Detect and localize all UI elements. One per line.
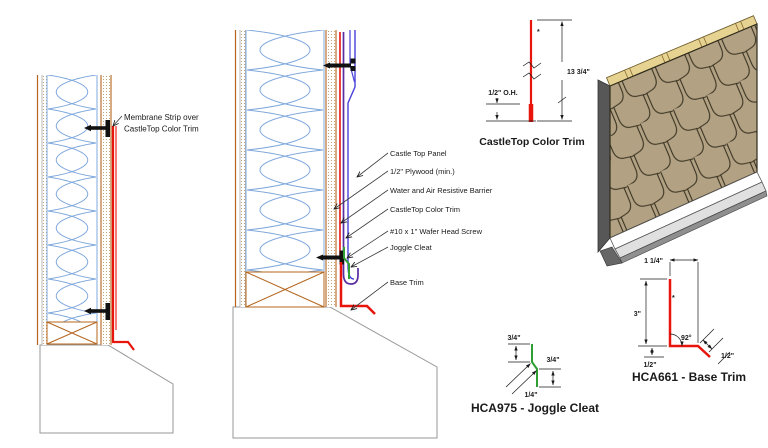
base-trim-profile	[111, 126, 135, 351]
base-trim-profile	[668, 279, 711, 358]
leader-line	[341, 189, 389, 223]
break-mark	[522, 72, 542, 80]
shingle-pattern	[610, 24, 757, 238]
dim-bottom-right: 1/2"	[721, 353, 734, 360]
basetrim-profile-detail: * 1 1/4" 3" 92° 1/2" 1/2" HCA661 - Base …	[632, 258, 746, 384]
label-base-trim: Base Trim	[390, 278, 424, 287]
dim-height: 13 3/4"	[567, 69, 590, 76]
sill-plate	[46, 321, 98, 345]
leader-line	[346, 208, 389, 238]
ext-line	[708, 337, 724, 353]
dim-left: 3"	[634, 311, 641, 318]
break-mark	[522, 61, 542, 69]
joggle-cleat-profile	[531, 344, 538, 387]
note-marker: *	[672, 295, 675, 302]
plywood-lamination-ticks	[624, 21, 745, 79]
joggle-detail-title: HCA975 - Joggle Cleat	[471, 401, 599, 415]
gypsum-board	[240, 30, 246, 307]
dim-right: 3/4"	[546, 357, 559, 364]
middle-wall-section-detail: Castle Top Panel 1/2" Plywood (min.) Wat…	[232, 30, 493, 439]
dim-offset: 1/4"	[524, 392, 537, 399]
dim-bottom-left: 1/2"	[643, 362, 656, 369]
foundation-outline	[232, 306, 438, 439]
gypsum-board	[42, 75, 47, 345]
membrane-label-line1: Membrane Strip over	[124, 113, 199, 122]
panel-side-edge	[597, 79, 611, 254]
label-castle-top-panel: Castle Top Panel	[390, 149, 447, 158]
left-wall-section-detail: Membrane Strip over CastleTop Color Trim	[36, 75, 199, 434]
break-mark	[557, 96, 567, 104]
insulation-batt	[47, 75, 97, 322]
joggle-cleat-profile	[343, 247, 350, 279]
dim-overhang: 1/2" O.H.	[488, 90, 517, 97]
basetrim-detail-title: HCA661 - Base Trim	[632, 370, 746, 384]
leader-line	[351, 281, 389, 310]
leader-line	[334, 170, 389, 209]
wafer-head-screw	[323, 58, 356, 71]
base-trim-3d-bottom	[619, 190, 768, 264]
ext-line	[699, 328, 715, 344]
foundation-outline	[39, 344, 174, 434]
dim-angle: 92°	[681, 334, 692, 342]
colortrim-line	[342, 32, 359, 285]
colortrim-detail-title: CastleTop Color Trim	[479, 136, 584, 148]
sill-plate	[245, 271, 325, 308]
wafer-head-screw	[316, 250, 344, 265]
insulation-batt	[246, 30, 324, 272]
leader-line	[347, 230, 389, 258]
plywood-sheathing	[326, 30, 336, 307]
ext-line	[717, 351, 731, 365]
plywood-sheathing	[101, 75, 111, 345]
castletop-panel-inner	[349, 30, 356, 83]
leader-line	[351, 246, 389, 267]
dim-line	[702, 339, 713, 350]
label-joggle-cleat: Joggle Cleat	[390, 243, 433, 252]
note-marker: *	[537, 29, 540, 36]
dim-top: 1 1/4"	[644, 258, 663, 265]
angle-arc	[669, 333, 684, 347]
colortrim-profile-detail: * 13 3/4" 1/2" O.H. CastleTop Color Trim	[479, 19, 590, 148]
joggle-cleat-profile-detail: 3/4" 3/4" 1/4" HCA975 - Joggle Cleat	[471, 335, 599, 415]
dim-line	[511, 370, 537, 395]
fastener	[84, 303, 110, 320]
panel-end-cap	[599, 246, 623, 267]
fastener	[84, 120, 110, 137]
label-wrb: Water and Air Resistive Barrier	[390, 186, 493, 195]
shingle-panel-3d-view	[597, 15, 768, 267]
leader-line	[113, 115, 123, 126]
label-plywood: 1/2" Plywood (min.)	[390, 167, 455, 176]
label-screw: #10 x 1" Wafer Head Screw	[390, 227, 483, 236]
leader-line	[357, 152, 389, 177]
membrane-label-line2: CastleTop Color Trim	[124, 125, 199, 134]
dim-top: 3/4"	[507, 335, 520, 342]
label-color-trim: CastleTop Color Trim	[390, 205, 460, 214]
dim-line	[505, 363, 531, 388]
